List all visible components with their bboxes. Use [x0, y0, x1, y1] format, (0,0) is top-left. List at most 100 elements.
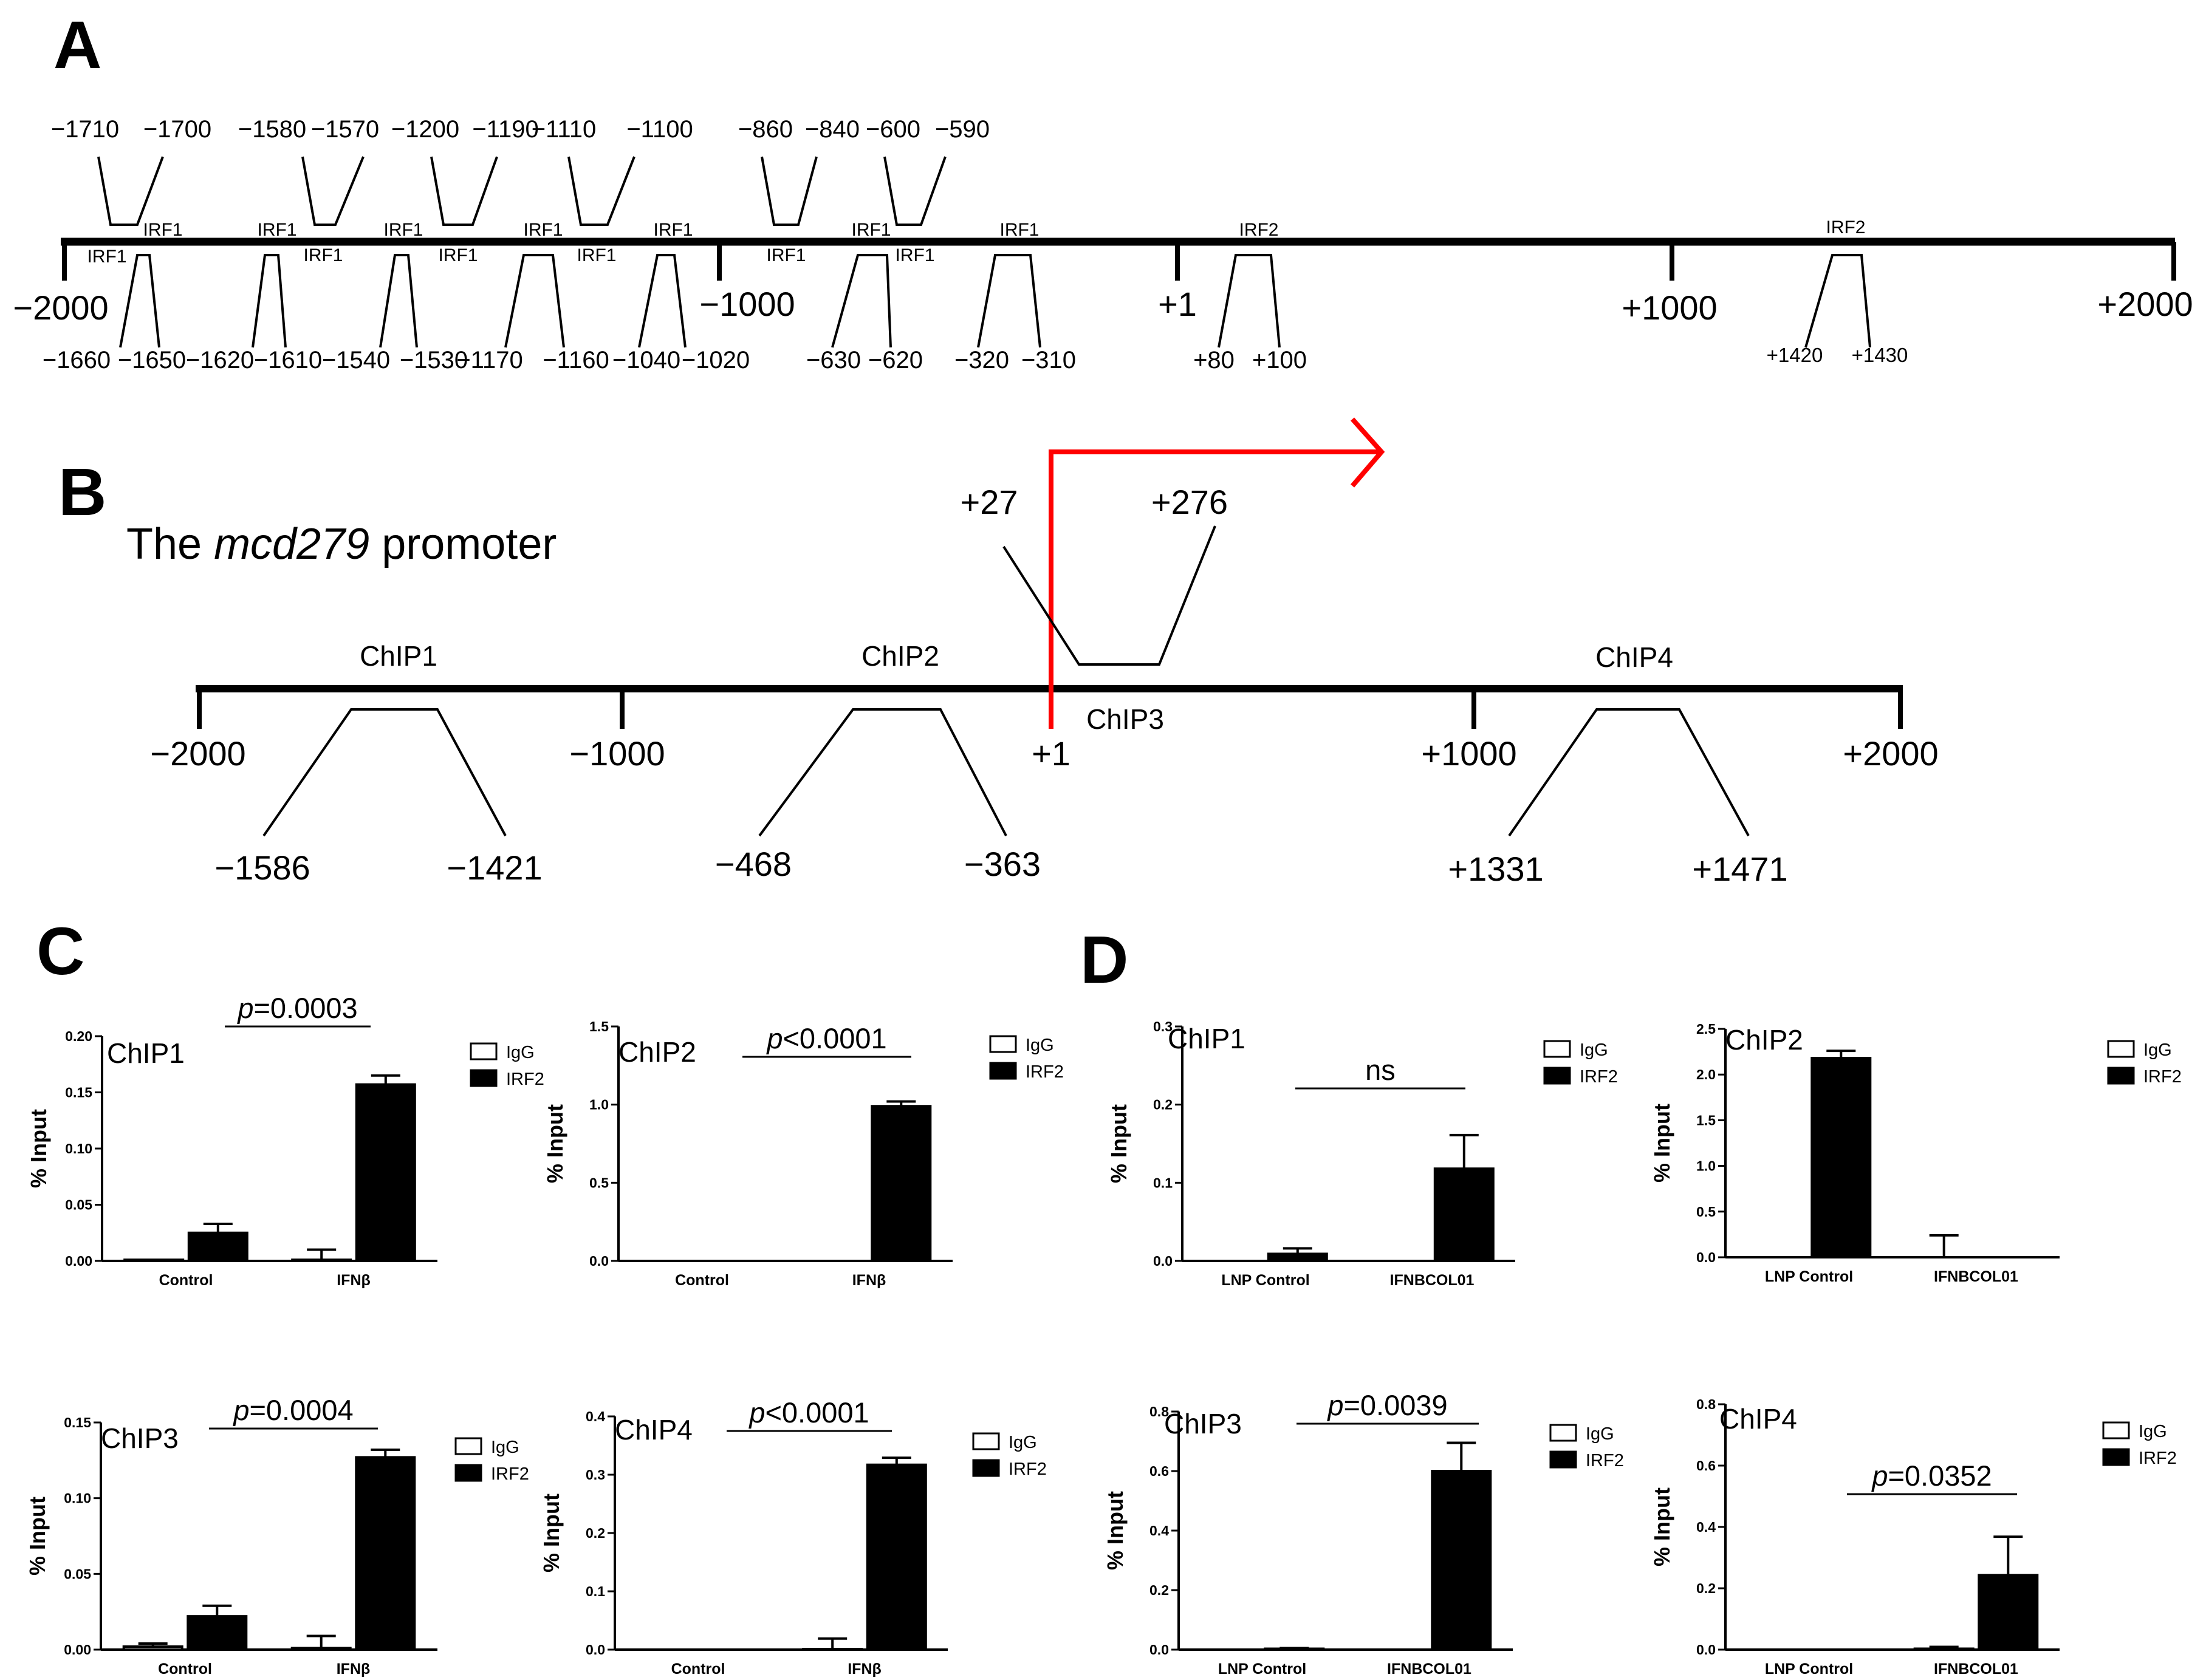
p-value: =0.0004 [249, 1394, 353, 1426]
site-coord-label: −1110 [532, 116, 596, 143]
bar-irf2 [1431, 1470, 1492, 1651]
site-factor-label: IRF1 [999, 220, 1039, 240]
panel-b: B The mcd279 promoter −2000 −1000 +1 +10… [58, 417, 1939, 888]
legend-label: IgG [506, 1043, 535, 1062]
y-tick-label: 0.05 [64, 1566, 91, 1582]
legend-label: IgG [1026, 1036, 1054, 1055]
site-factor-label: IRF1 [303, 245, 343, 265]
p-symbol: p [766, 1022, 783, 1054]
y-tick-label: 0.4 [586, 1409, 605, 1424]
tss-arrow [1049, 449, 1379, 729]
axis-label-b-p1000: +1000 [1421, 734, 1516, 773]
axis-label-b-m2000: −2000 [150, 734, 245, 773]
y-tick-label: 0.2 [1153, 1097, 1173, 1113]
significance-label: p=0.0004 [232, 1394, 353, 1426]
legend-swatch-irf2 [2107, 1067, 2135, 1085]
y-tick-label: 0.3 [586, 1467, 605, 1483]
site-factor-label: IRF1 [438, 245, 478, 265]
axis-label-b-p1: +1 [1032, 734, 1070, 773]
legend-label: IgG [2139, 1422, 2167, 1441]
axis-label-a-p1000: +1000 [1622, 289, 1717, 327]
category-label: Control [159, 1272, 213, 1289]
chip-region-left: −1586 [214, 849, 310, 887]
p-value: <0.0001 [783, 1022, 886, 1054]
category-label: IFNBCOL01 [1387, 1661, 1471, 1678]
y-tick-label: 0.2 [586, 1525, 605, 1541]
y-tick-label: 0.0 [1696, 1249, 1716, 1265]
chart-title: ChIP1 [1168, 1023, 1245, 1054]
chip-region-name: ChIP2 [862, 640, 939, 672]
p-value: ns [1365, 1054, 1396, 1086]
axis-label-b-m1000: −1000 [569, 734, 665, 773]
site-marker-above [883, 156, 947, 226]
panel-label-d: D [1080, 923, 1128, 997]
site-marker-below [379, 254, 418, 348]
y-tick-label: 0.00 [65, 1253, 92, 1269]
y-tick-label: 0.5 [589, 1175, 609, 1190]
site-factor-label: IRF1 [87, 247, 126, 267]
y-axis-label: % Input [1103, 1491, 1128, 1570]
category-label: LNP Control [1218, 1661, 1306, 1678]
axis-ticks-b [197, 689, 1903, 729]
chart-title: ChIP3 [101, 1422, 179, 1454]
y-tick-label: 0.0 [1149, 1642, 1169, 1658]
chip-region-marker [758, 708, 1007, 837]
bar-irf2 [1433, 1167, 1495, 1262]
site-coord-label: +100 [1252, 347, 1307, 374]
y-tick-label: 0.0 [1153, 1253, 1173, 1269]
site-coord-label: −1660 [43, 347, 111, 374]
y-tick-label: 0.6 [1149, 1463, 1169, 1479]
y-tick-label: 0.1 [1153, 1175, 1173, 1190]
legend-swatch-irf2 [470, 1069, 498, 1087]
site-coord-label: −1040 [612, 347, 680, 374]
site-factor-label: IRF1 [851, 220, 891, 240]
chip-region-name: ChIP1 [360, 640, 437, 672]
site-coord-label: −1610 [254, 347, 322, 374]
site-marker-below [1804, 254, 1871, 348]
significance-label: ns [1365, 1054, 1396, 1086]
chip-region-right: +1471 [1692, 850, 1787, 888]
bar-irf2 [355, 1456, 416, 1651]
legend-swatch-irf2 [989, 1062, 1017, 1080]
site-marker-above [567, 156, 635, 226]
site-coord-label: +1430 [1852, 344, 1908, 366]
site-coord-label: −1700 [143, 116, 211, 143]
y-axis-label: % Input [26, 1109, 51, 1188]
chip-region-name: ChIP3 [1086, 703, 1164, 735]
legend-label: IgG [1586, 1424, 1614, 1444]
site-factor-label: IRF1 [383, 220, 423, 240]
bar-irf2 [1978, 1574, 2039, 1651]
category-label: LNP Control [1765, 1661, 1853, 1678]
site-marker-above [761, 156, 818, 226]
y-tick-label: 0.15 [65, 1085, 92, 1101]
legend-label: IRF2 [1009, 1460, 1047, 1479]
legend-swatch-igg [1543, 1040, 1571, 1058]
site-coord-label: −1620 [186, 347, 254, 374]
p-symbol: p [1326, 1389, 1343, 1421]
chip-region-left: +1331 [1448, 850, 1543, 888]
significance-label: p=0.0003 [236, 992, 357, 1024]
axis-label-a-p1: +1 [1158, 285, 1197, 323]
y-tick-label: 0.4 [1149, 1523, 1169, 1538]
category-label: IFNBCOL01 [1934, 1268, 2018, 1285]
y-axis-label: % Input [543, 1104, 567, 1183]
legend-label: IgG [1580, 1040, 1608, 1060]
site-coord-label: −320 [954, 347, 1009, 374]
promoter-title-prefix: The [126, 520, 214, 569]
promoter-title-gene: mcd279 [214, 520, 369, 569]
legend-label: IRF2 [506, 1070, 544, 1089]
site-marker-above [301, 156, 365, 226]
promoter-title: The mcd279 promoter [126, 520, 557, 569]
promoter-title-suffix: promoter [369, 520, 557, 569]
chip-region-name: ChIP4 [1595, 641, 1673, 673]
chart-title: ChIP4 [1719, 1403, 1797, 1435]
y-tick-label: 0.15 [64, 1415, 91, 1430]
chip-region-right: −363 [964, 845, 1041, 883]
site-coord-label: −1170 [456, 347, 522, 374]
chip-region-right: +276 [1151, 483, 1228, 521]
